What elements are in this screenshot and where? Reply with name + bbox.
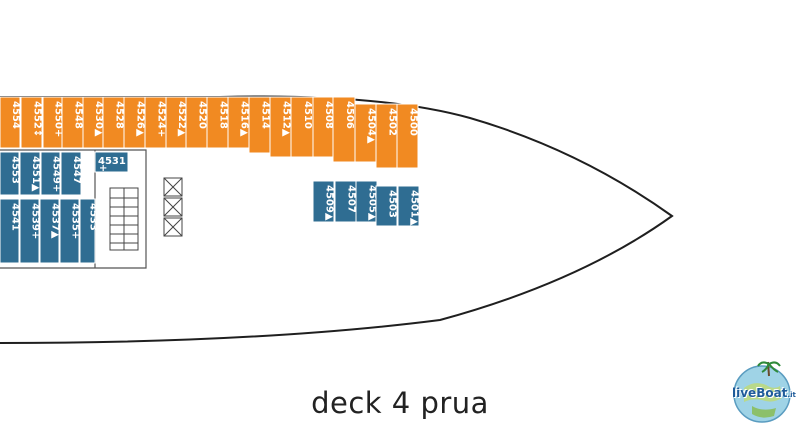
cabin-4535: 4535+ — [59, 198, 81, 264]
cabin-4541-box — [0, 198, 20, 264]
cabin-4552-label: 4552↕ — [32, 101, 43, 137]
cabin-4507-label: 4507 — [346, 185, 357, 213]
cabin-4502-label: 4502 — [387, 108, 398, 136]
cabin-4512: 4512▲ — [269, 96, 292, 158]
cabin-4541-label: 4541 — [10, 203, 21, 231]
cabin-4539-box — [19, 198, 40, 264]
cabin-4526: 4526▲ — [123, 96, 146, 149]
stairs-icon — [109, 187, 139, 251]
cabin-4549-label: 4549+ — [51, 156, 62, 192]
logo-word-suffix: .it — [787, 391, 796, 399]
cabin-4516: 4516▲ — [227, 96, 250, 149]
cabin-4524: 4524+ — [144, 96, 167, 149]
cabin-4530-label: 4530▲ — [93, 101, 104, 137]
cabin-4551: 4551▲ — [19, 151, 41, 196]
cabin-4501-box — [397, 185, 420, 227]
cabin-4549: 4549+ — [40, 151, 62, 196]
cabin-4512-label: 4512▲ — [281, 101, 292, 137]
cabin-4510-label: 4510 — [302, 101, 313, 129]
cabin-4551-box — [19, 151, 41, 196]
cabin-4553: 4553 — [0, 151, 21, 196]
cabin-4506-label: 4506 — [344, 101, 355, 129]
cabin-4535-box — [59, 198, 80, 264]
cabin-4501-label: 4501▲ — [409, 190, 420, 226]
livebiat-logo-icon: liveBoat.it — [722, 352, 800, 430]
cabin-4554: 4554 — [0, 96, 21, 149]
cabin-4528-label: 4528 — [114, 101, 125, 129]
cabin-4533: 4533 — [79, 198, 99, 264]
cabin-4526-label: 4526▲ — [135, 101, 146, 137]
logo-wordmark: liveBoat.it — [732, 386, 796, 400]
cabin-4547-label: 4547 — [71, 156, 82, 184]
cabin-4520: 4520 — [185, 96, 208, 149]
cabin-4514: 4514 — [248, 96, 271, 154]
cabin-4522-label: 4522▲ — [176, 101, 187, 137]
cabin-4552-box — [20, 96, 43, 149]
cabin-4514-label: 4514 — [260, 101, 271, 129]
cabins: 4554 4552↕ 4550+ 4548 4530▲ 4528 4526▲ 4524+ 452… — [0, 96, 420, 264]
cabin-4547-box — [60, 151, 82, 196]
cabin-4504: 4504▲ — [354, 103, 377, 163]
cabin-4522: 4522▲ — [165, 96, 187, 149]
cabin-4554-label: 4554 — [10, 101, 21, 129]
cabin-4509: 4509▲ — [312, 180, 335, 223]
logo-word-live: live — [732, 386, 757, 400]
cabin-4531-mark: + — [99, 163, 107, 174]
cabin-4509-box — [312, 180, 335, 223]
cabin-4550: 4550+ — [42, 96, 64, 149]
cabin-4516-label: 4516▲ — [239, 101, 250, 137]
cabin-4537-box — [39, 198, 60, 264]
deck-caption: deck 4 prua — [311, 386, 489, 420]
cabin-4547: 4547 — [60, 151, 82, 196]
cabin-4531-box — [94, 151, 129, 173]
cabin-4520-label: 4520 — [197, 101, 208, 129]
cabin-4500-box — [396, 103, 419, 169]
cabin-4553-box — [0, 151, 20, 196]
cabin-4500-label: 4500 — [408, 108, 419, 136]
cabin-4537: 4537▲ — [39, 198, 61, 264]
cabin-4553-label: 4553 — [10, 156, 21, 184]
cabin-4509-label: 4509▲ — [324, 185, 335, 221]
cabin-4518-label: 4518 — [218, 101, 229, 129]
cabin-4510: 4510 — [290, 96, 314, 158]
cabin-4501: 4501▲ — [397, 185, 420, 227]
cabin-4533-label: 4533 — [88, 203, 99, 231]
elevator-icon — [163, 177, 183, 237]
cabin-4531-label: 4531 — [98, 156, 126, 167]
cabin-4508: 4508 — [312, 96, 334, 158]
logo-word-boat: Boat — [756, 386, 788, 400]
cabin-4505-label: 4505▲ — [367, 185, 378, 221]
cabin-4550-label: 4550+ — [53, 101, 64, 137]
cabin-4503-box — [375, 185, 398, 227]
cabin-4539-label: 4539+ — [30, 203, 41, 239]
cabin-4505: 4505▲ — [355, 180, 378, 223]
cabin-4531: 4531 — [94, 151, 129, 173]
cabin-4500: 4500 — [396, 103, 419, 169]
cabin-4506: 4506 — [332, 96, 356, 163]
cabin-4549-box — [40, 151, 61, 196]
globe-icon — [733, 361, 791, 423]
cabin-4507: 4507 — [334, 180, 357, 223]
cabin-4548-label: 4548 — [73, 101, 84, 129]
cabin-4548: 4548 — [61, 96, 84, 149]
cabin-4537-label: 4537▲ — [50, 203, 61, 239]
cabin-4539: 4539+ — [19, 198, 41, 264]
cabin-4524-label: 4524+ — [156, 101, 167, 137]
cabin-4502: 4502 — [375, 103, 398, 169]
cabin-4554-box — [0, 96, 21, 149]
cabin-4535-label: 4535+ — [70, 203, 81, 239]
cabin-4528: 4528 — [102, 96, 125, 149]
cabin-4508-label: 4508 — [323, 101, 334, 129]
cabin-4551-label: 4551▲ — [30, 156, 41, 192]
cabin-4504-label: 4504▲ — [366, 108, 377, 144]
cabin-4552: 4552↕ — [20, 96, 43, 149]
cabin-4541: 4541 — [0, 198, 21, 264]
cabin-4530: 4530▲ — [82, 96, 104, 149]
cabin-4533-box — [79, 198, 96, 264]
cabin-4503: 4503 — [375, 185, 398, 227]
cabin-4518: 4518 — [206, 96, 229, 149]
cabin-4503-label: 4503 — [387, 190, 398, 218]
